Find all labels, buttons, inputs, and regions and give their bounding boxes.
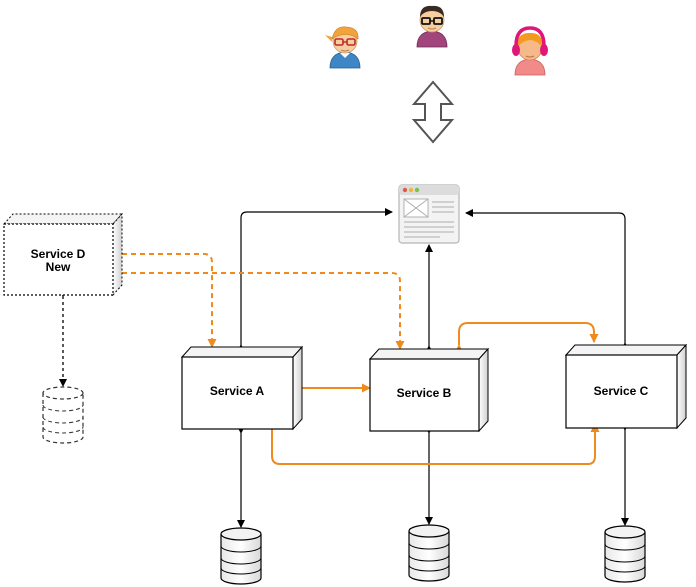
service-b-label: Service B xyxy=(397,386,452,400)
database-icon xyxy=(220,527,262,585)
service-a-box: Service A xyxy=(180,345,304,431)
database-icon xyxy=(604,525,646,583)
browser-window-icon xyxy=(398,184,460,244)
user-man-glasses-icon xyxy=(416,5,448,48)
connector-b-c xyxy=(454,322,599,353)
connector-c-browser xyxy=(465,209,629,350)
database-icon xyxy=(42,386,84,444)
service-b-box: Service B xyxy=(368,347,490,433)
service-d-box: Service D New xyxy=(2,212,124,297)
service-c-label: Service C xyxy=(594,384,649,398)
service-c-box: Service C xyxy=(564,343,688,430)
connector-d-b xyxy=(114,268,405,350)
database-icon xyxy=(408,524,450,582)
service-d-sublabel: New xyxy=(46,260,71,274)
connector-a-c xyxy=(267,416,600,465)
service-a-label: Service A xyxy=(210,384,265,398)
user-headphones-icon xyxy=(512,26,548,76)
connector-d-a xyxy=(114,249,217,348)
user-woman-glasses-icon xyxy=(325,26,361,69)
connector-a-browser xyxy=(237,208,393,352)
double-arrow-icon xyxy=(411,80,455,144)
service-d-label: Service D xyxy=(31,247,86,261)
